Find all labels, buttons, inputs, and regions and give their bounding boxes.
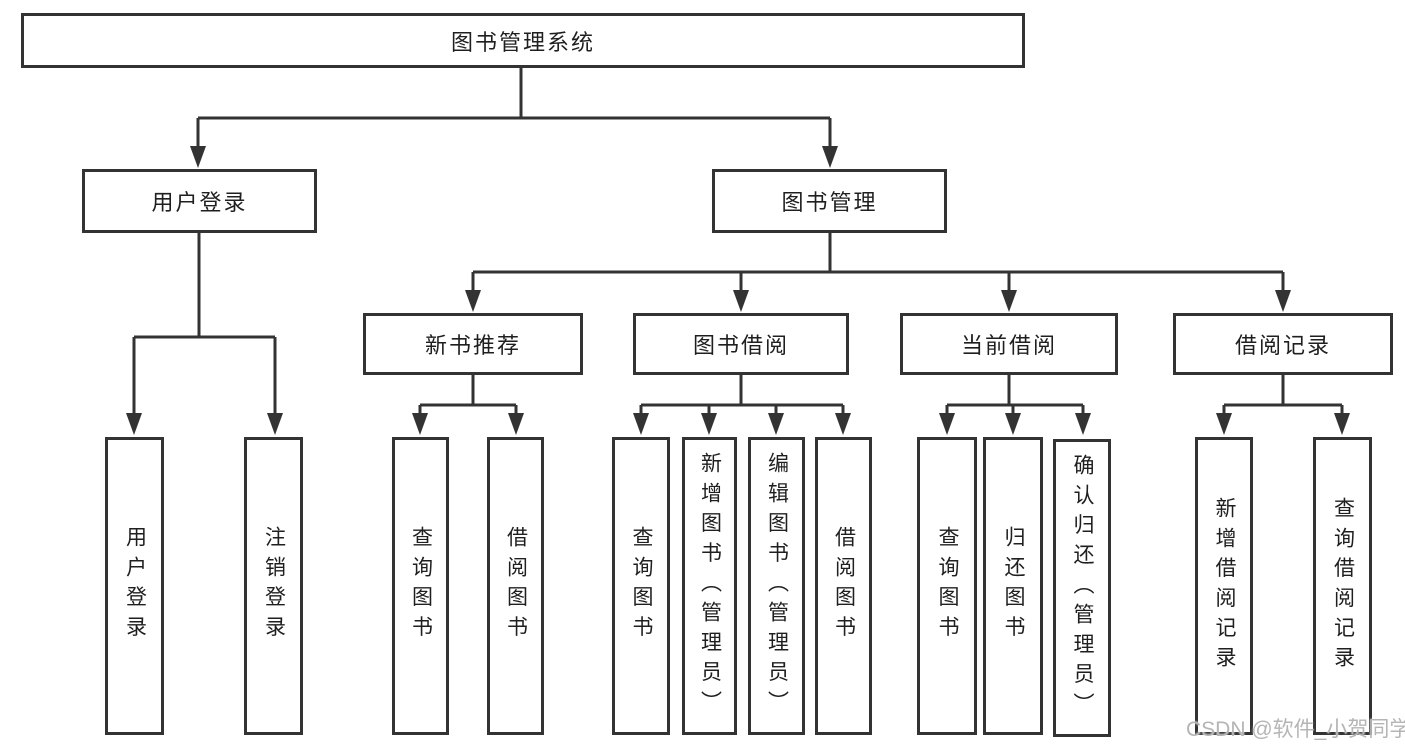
leaf-borrow-books-borrowing-label: 借阅图书 — [832, 526, 856, 646]
node-root-label: 图书管理系统 — [450, 29, 595, 55]
leaf-borrow-books-recommend: 借阅图书 — [487, 437, 544, 735]
leaf-borrow-books-recommend-label: 借阅图书 — [504, 526, 528, 646]
node-book-management: 图书管理 — [712, 169, 947, 233]
node-borrowing-records-label: 借阅记录 — [1234, 333, 1331, 358]
node-current-borrowing: 当前借阅 — [900, 313, 1118, 375]
leaf-confirm-return-admin-label: 确认归还（管理员） — [1071, 453, 1094, 723]
leaf-add-borrow-record-label: 新增借阅记录 — [1213, 496, 1236, 676]
leaf-query-books-current: 查询图书 — [917, 437, 977, 735]
leaf-query-borrow-record-label: 查询借阅记录 — [1331, 496, 1355, 676]
node-current-borrowing-label: 当前借阅 — [960, 333, 1057, 358]
leaf-add-borrow-record: 新增借阅记录 — [1195, 437, 1253, 735]
node-book-borrowing: 图书借阅 — [633, 313, 849, 375]
csdn-watermark: CSDN @软件_小贺同学 — [1186, 718, 1405, 741]
leaf-user-login-label: 用户登录 — [123, 526, 147, 646]
leaf-add-books-admin-label: 新增图书（管理员） — [698, 451, 722, 721]
leaf-edit-books-admin: 编辑图书（管理员） — [748, 437, 805, 735]
leaf-query-borrow-record: 查询借阅记录 — [1313, 437, 1372, 735]
leaf-query-books-borrowing-label: 查询图书 — [630, 526, 653, 646]
leaf-query-books-recommend-label: 查询图书 — [409, 526, 433, 646]
connector-new-book-recommendation-children — [412, 375, 524, 435]
node-book-borrowing-label: 图书借阅 — [692, 333, 789, 358]
connector-root-to-level2 — [190, 68, 838, 168]
leaf-edit-books-admin-label: 编辑图书（管理员） — [765, 451, 789, 721]
leaf-logout-login-label: 注销登录 — [262, 526, 286, 646]
connector-current-borrowing-children — [939, 375, 1091, 435]
connector-user-login-children — [126, 233, 283, 435]
leaf-query-books-borrowing: 查询图书 — [612, 437, 670, 735]
node-borrowing-records: 借阅记录 — [1173, 313, 1393, 375]
connector-borrowing-records-children — [1216, 375, 1350, 435]
node-new-book-recommendation-label: 新书推荐 — [424, 333, 521, 358]
node-book-management-label: 图书管理 — [781, 190, 878, 215]
connector-book-borrowing-children — [633, 375, 851, 435]
node-user-login: 用户登录 — [82, 169, 317, 233]
leaf-query-books-recommend: 查询图书 — [392, 437, 449, 735]
leaf-query-books-current-label: 查询图书 — [936, 526, 959, 646]
leaf-user-login: 用户登录 — [105, 437, 164, 735]
connector-book-management-children — [465, 233, 1291, 312]
node-user-login-label: 用户登录 — [151, 190, 248, 215]
leaf-return-books-label: 归还图书 — [1002, 526, 1025, 646]
leaf-return-books: 归还图书 — [983, 437, 1043, 735]
node-new-book-recommendation: 新书推荐 — [363, 313, 583, 375]
leaf-logout-login: 注销登录 — [244, 437, 303, 735]
leaf-confirm-return-admin: 确认归还（管理员） — [1053, 439, 1111, 737]
leaf-add-books-admin: 新增图书（管理员） — [682, 437, 737, 735]
leaf-borrow-books-borrowing: 借阅图书 — [815, 437, 872, 735]
node-root: 图书管理系统 — [21, 13, 1025, 68]
